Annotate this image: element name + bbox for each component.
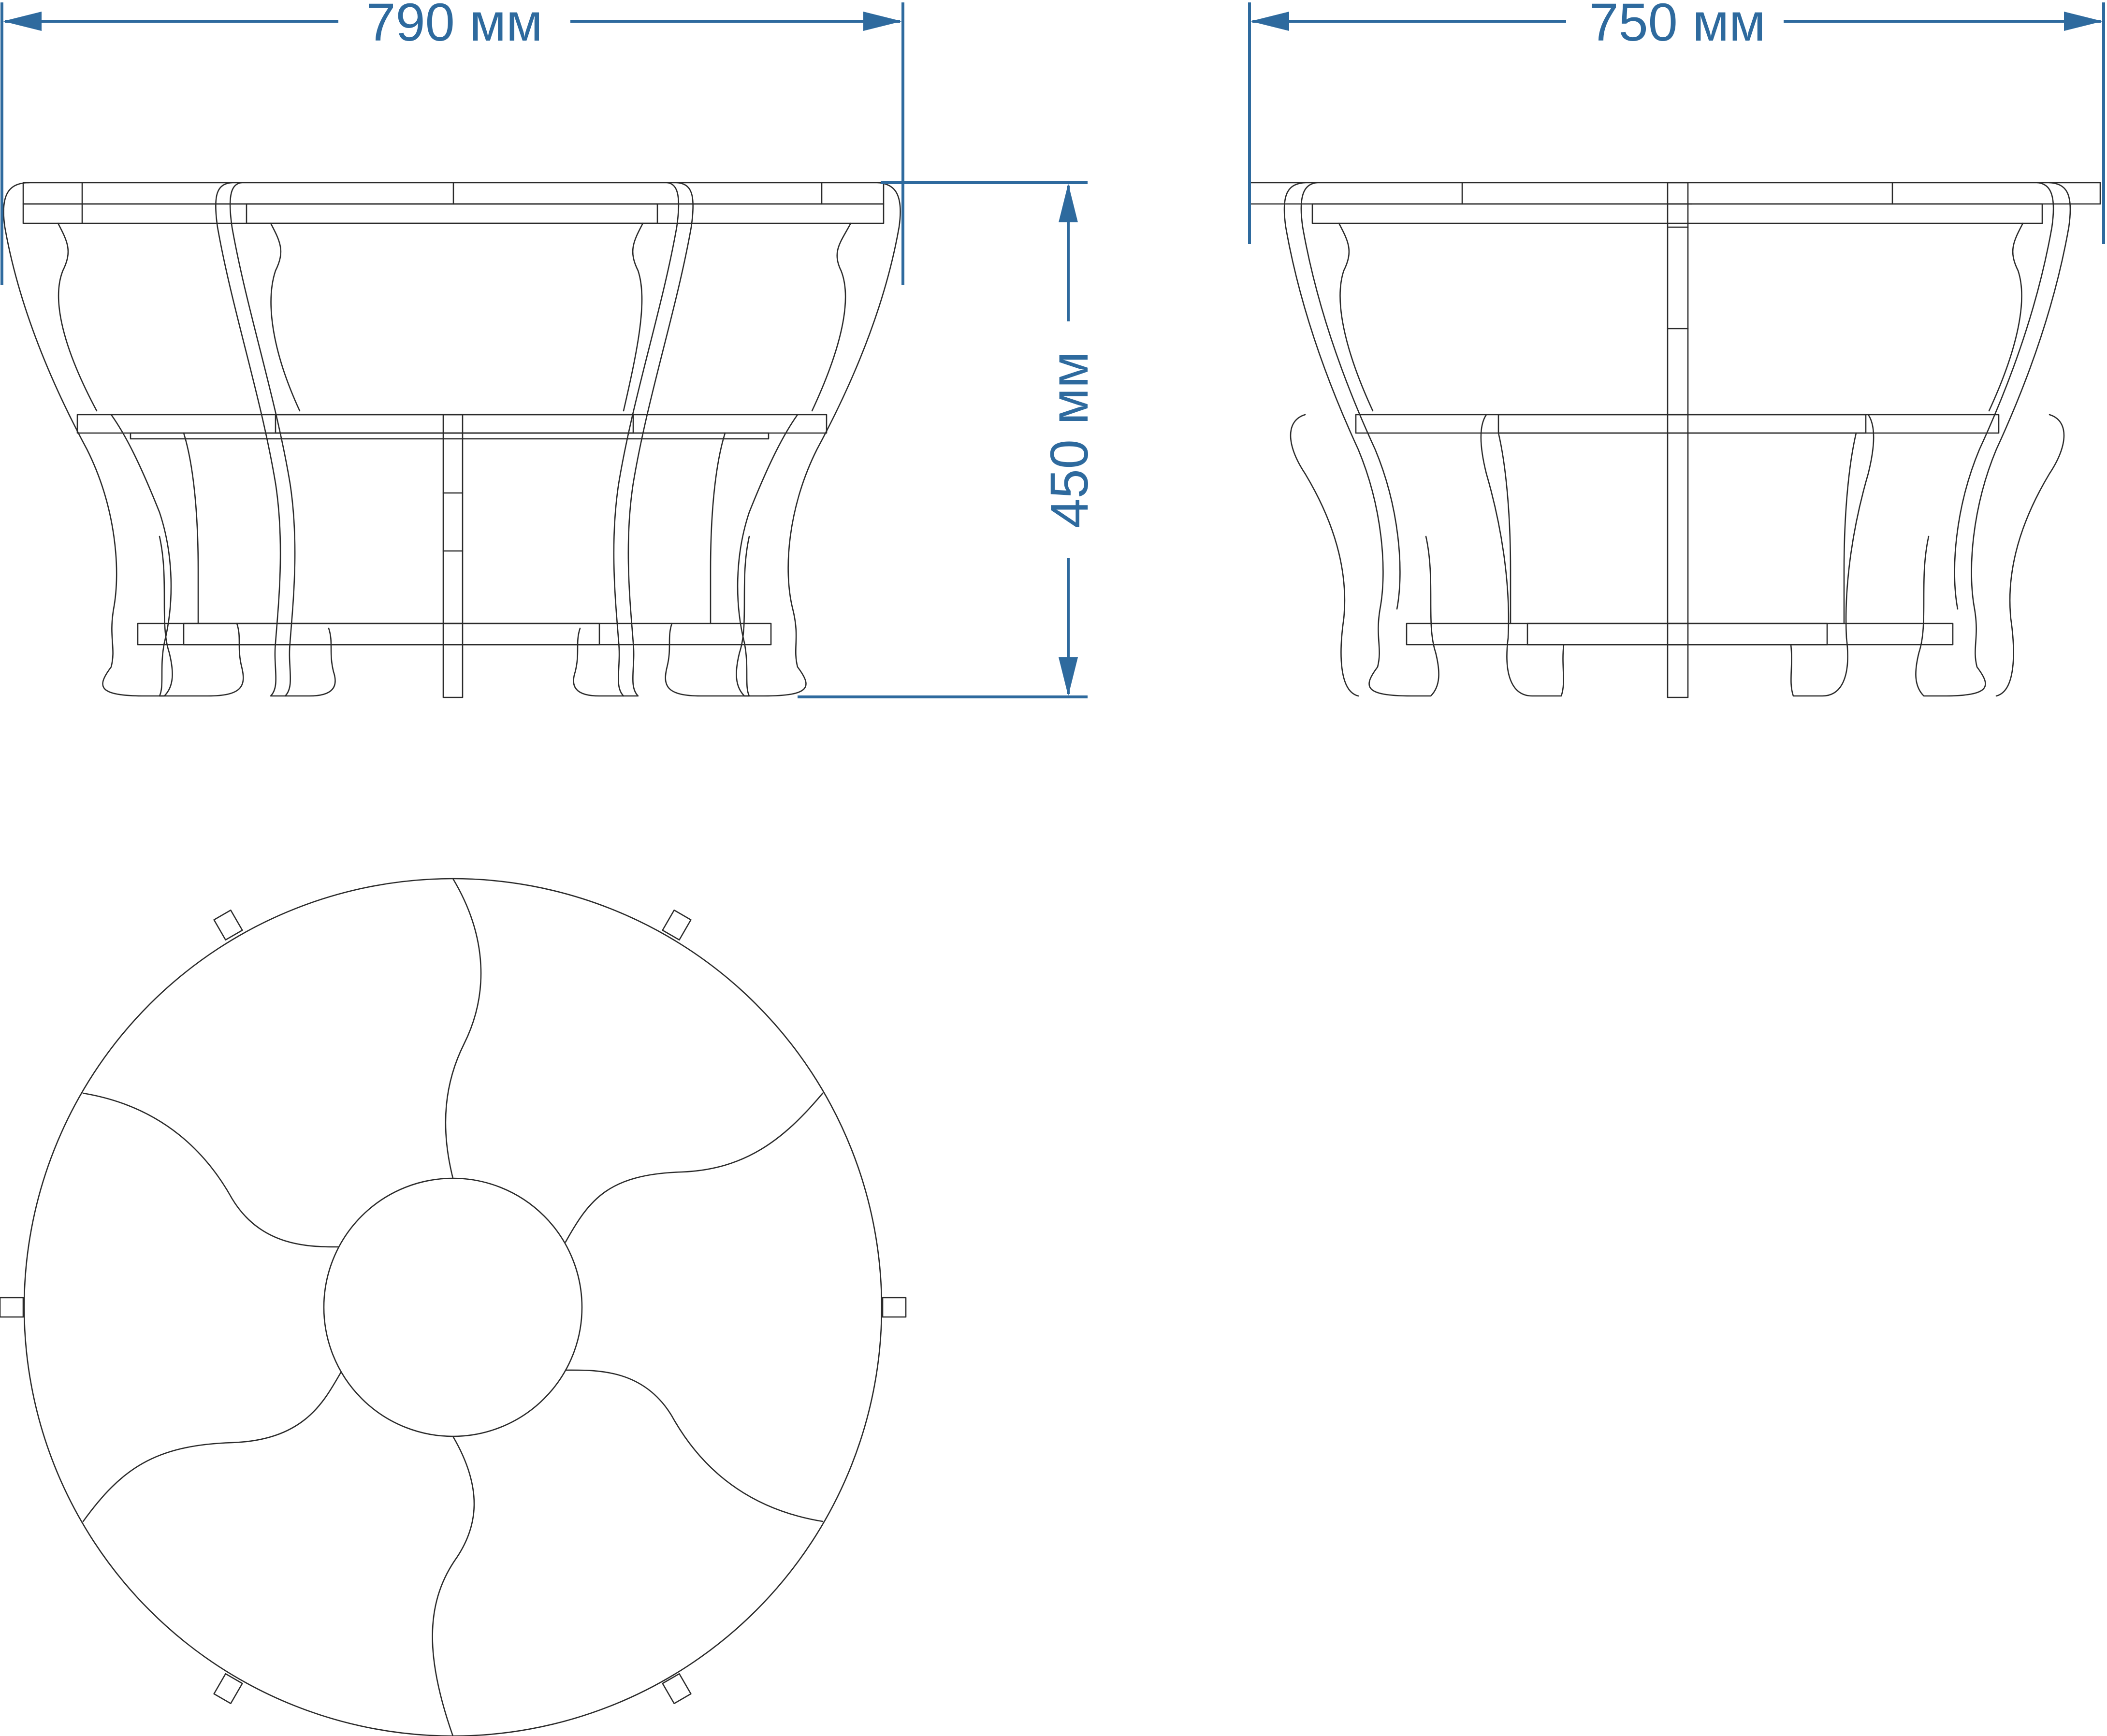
- dimension-side-width: 750 мм: [1248, 0, 2105, 244]
- front-view: [3, 182, 901, 698]
- top-view: [0, 878, 907, 1736]
- height-label: 450 мм: [1040, 351, 1099, 528]
- side-width-label: 750 мм: [1589, 0, 1765, 52]
- dimension-front-width: 790 мм: [0, 0, 904, 285]
- dimension-height: 450 мм: [798, 181, 1099, 698]
- side-view: [1249, 182, 2101, 698]
- front-width-label: 790 мм: [366, 0, 542, 52]
